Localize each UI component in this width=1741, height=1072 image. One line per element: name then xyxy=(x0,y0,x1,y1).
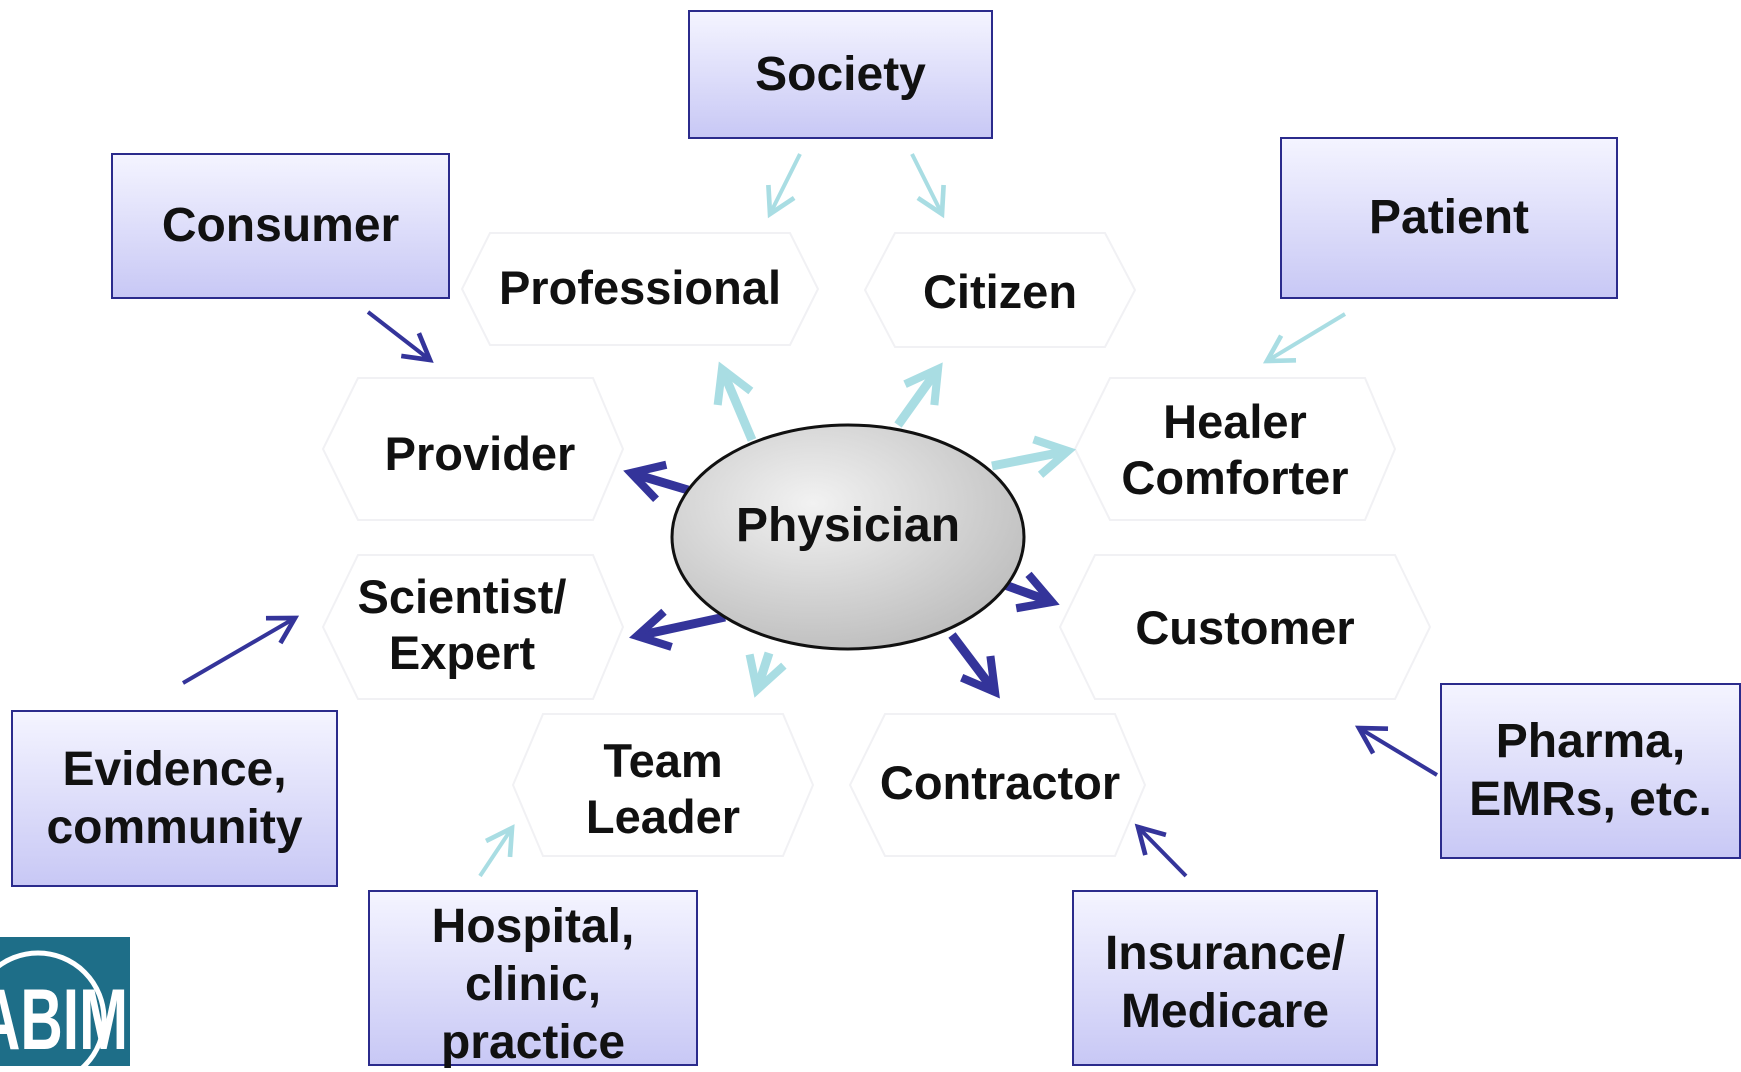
box-society: Society xyxy=(688,10,993,139)
arrow-to-citizen xyxy=(894,362,943,428)
arrow-to-customer xyxy=(1003,571,1060,613)
role-team-leader: Team Leader xyxy=(585,734,741,843)
box-pharma-emrs: Pharma, EMRs, etc. xyxy=(1440,683,1741,859)
physician-role-arrows xyxy=(623,361,1077,699)
role-hexagons xyxy=(321,232,1432,857)
box-consumer: Consumer xyxy=(111,153,450,299)
arrow-patient-to-healer xyxy=(1262,312,1347,364)
abim-logo-icon: ABIM xyxy=(0,937,130,1066)
arrow-pharma-to-customer xyxy=(1354,725,1439,777)
arrow-insurance-to-contractor xyxy=(1134,823,1188,878)
hexagon-contractor xyxy=(848,713,1147,857)
box-insurance-medicare: Insurance/ Medicare xyxy=(1072,890,1378,1066)
arrow-to-healer xyxy=(991,435,1077,478)
physician-ellipse xyxy=(670,423,1026,651)
physician-label: Physician xyxy=(735,498,961,552)
arrow-consumer-to-provider xyxy=(366,310,434,363)
arrow-society-to-professional xyxy=(766,153,802,219)
arrow-to-contractor xyxy=(948,632,1000,699)
svg-text:ABIM: ABIM xyxy=(0,972,128,1066)
hexagon-provider xyxy=(321,377,625,521)
hexagon-team-leader xyxy=(511,713,815,857)
role-scientist-expert: Scientist/ Expert xyxy=(357,570,567,679)
role-citizen: Citizen xyxy=(922,265,1078,318)
hexagon-citizen xyxy=(863,232,1137,348)
arrow-to-scientist xyxy=(629,608,726,651)
hexagon-scientist xyxy=(321,554,625,700)
source-role-arrows xyxy=(181,153,1439,878)
role-contractor: Contractor xyxy=(879,756,1121,809)
hexagon-professional xyxy=(460,232,820,346)
box-patient: Patient xyxy=(1280,137,1618,299)
hexagon-customer xyxy=(1058,554,1432,700)
arrow-to-team-leader xyxy=(745,651,787,698)
arrow-to-professional xyxy=(713,361,757,442)
arrow-society-to-citizen xyxy=(910,153,946,219)
box-evidence-community: Evidence, community xyxy=(11,710,338,887)
arrow-to-provider xyxy=(623,460,690,503)
arrow-evidence-to-scientist xyxy=(181,615,300,685)
role-healer-comforter: Healer Comforter xyxy=(1121,395,1349,504)
role-professional: Professional xyxy=(498,261,782,314)
role-provider: Provider xyxy=(384,427,576,480)
box-hospital-clinic-practice: Hospital, clinic, practice xyxy=(368,890,698,1069)
arrow-hospital-to-team-leader xyxy=(478,824,515,878)
role-customer: Customer xyxy=(1135,601,1355,654)
